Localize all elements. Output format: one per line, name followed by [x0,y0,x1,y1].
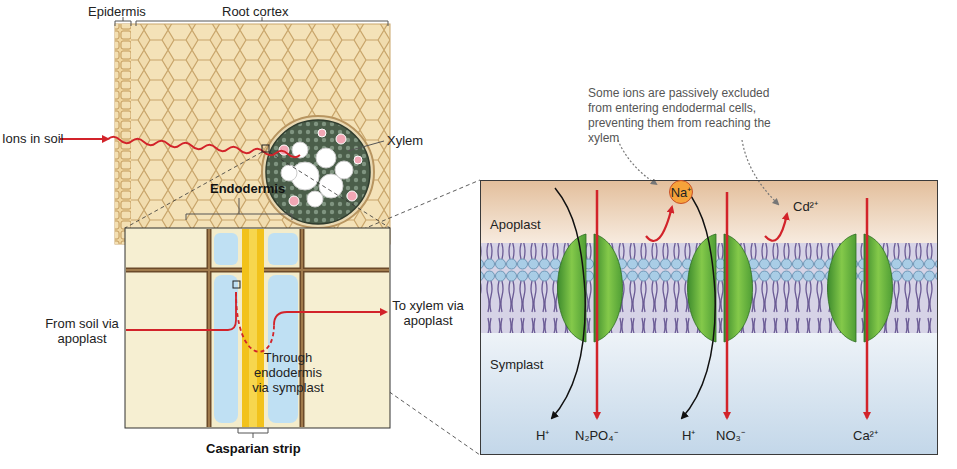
ion-path [60,137,300,158]
transport-proteins [558,234,893,342]
root-cortex [115,24,390,244]
stele [262,116,374,228]
part-label: Root cortex [222,4,312,19]
region-label: Apoplast [490,217,541,232]
ion-label: N₂PO₄⁻ [575,428,635,443]
ion-circle: Na⁺ [669,180,693,204]
ion-label: Ca²⁺ [853,428,903,443]
leader-lines [618,140,778,204]
endodermis-inset [125,228,390,428]
zoom-marker [262,145,269,152]
path-label: Through endodermis via symplast [246,350,330,395]
ion-label: Na⁺ [670,185,692,200]
ion-label: Cd²⁺ [793,199,833,214]
region-label: Symplast [490,357,543,372]
inset-ion-path [126,292,386,352]
note-text: Some ions are passively excluded from en… [588,86,773,146]
path-label: To xylem via apoplast [390,298,466,328]
membrane-panel-box: ApoplastSymplast Na⁺ [480,180,938,455]
zoom-lines [125,152,480,455]
part-label: Epidermis [88,4,158,19]
ion-label: H⁺ [536,428,566,443]
ion-label: H⁺ [682,428,712,443]
membrane-panel [481,181,937,454]
part-label: Endodermis [210,181,300,196]
part-label: Casparian strip [206,441,316,456]
transport-arrows [552,188,867,418]
path-label: From soil via apoplast [44,316,120,346]
ion-label: NO₃⁻ [716,428,766,443]
part-label: Ions in soil [2,131,72,146]
part-label: Xylem [387,133,437,148]
